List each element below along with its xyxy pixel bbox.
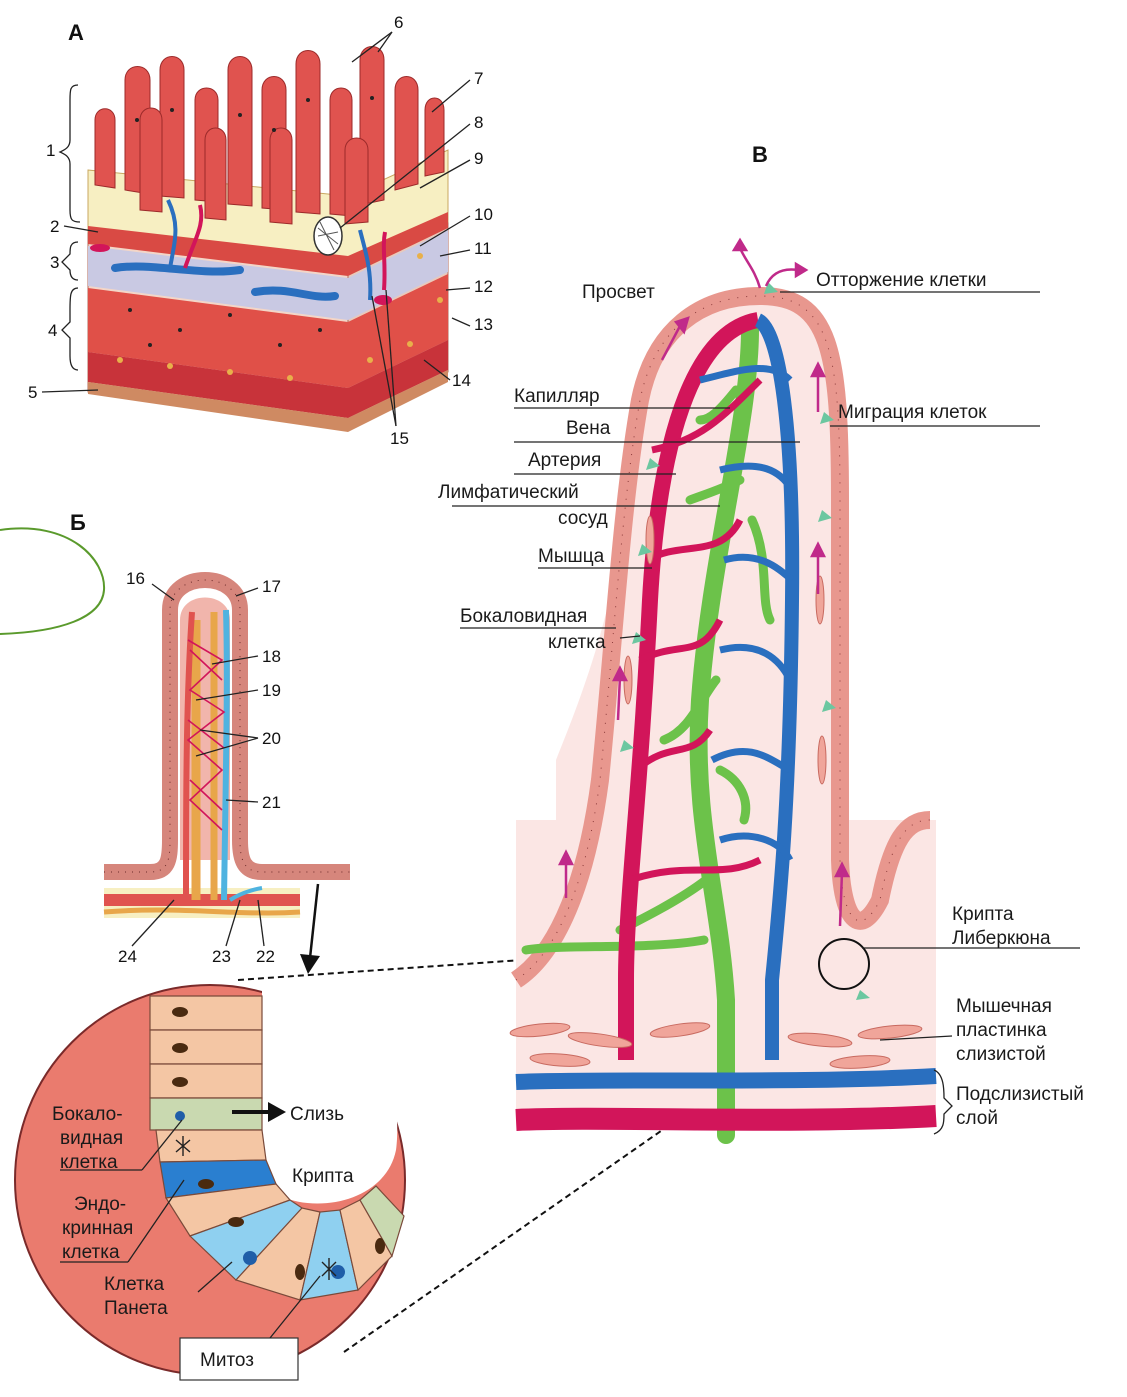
label-23: 23 — [212, 947, 231, 966]
label-muscle: Мышца — [538, 546, 605, 567]
label-endo-2: кринная — [62, 1218, 133, 1239]
label-mucus: Слизь — [290, 1104, 344, 1125]
label-mm-3: слизистой — [956, 1044, 1046, 1065]
label-10: 10 — [474, 205, 493, 224]
label-21: 21 — [262, 793, 281, 812]
label-crypt-2: Либеркюна — [952, 928, 1051, 949]
label-endo-3: клетка — [62, 1242, 120, 1263]
label-15: 15 — [390, 429, 409, 448]
label-lymph-1: Лимфатический — [438, 482, 579, 503]
label-goblet-2: клетка — [548, 632, 606, 653]
label-11: 11 — [474, 239, 492, 258]
label-paneth-1: Клетка — [104, 1274, 165, 1295]
label-14: 14 — [452, 371, 471, 390]
label-lumen: Просвет — [582, 282, 655, 303]
label-5: 5 — [28, 383, 37, 402]
label-crypt: Крипта — [292, 1166, 354, 1187]
label-7: 7 — [474, 69, 483, 88]
label-mitosis: Митоз — [200, 1350, 254, 1371]
label-19: 19 — [262, 681, 281, 700]
label-17: 17 — [262, 577, 281, 596]
label-shedding: Отторжение клетки — [816, 270, 987, 291]
label-20: 20 — [262, 729, 281, 748]
label-goblet-1: Бокало- — [52, 1104, 123, 1125]
panel-b-label: Б — [70, 510, 86, 535]
label-13: 13 — [474, 315, 493, 334]
panel-c-villus — [510, 240, 936, 1135]
down-arrow-icon — [300, 884, 320, 974]
label-mm-2: пластинка — [956, 1020, 1047, 1041]
label-vein: Вена — [566, 418, 611, 439]
label-sub-2: слой — [956, 1108, 998, 1129]
annotation-arc — [0, 528, 104, 634]
label-goblet-1: Бокаловидная — [460, 606, 587, 627]
label-3: 3 — [50, 253, 59, 272]
label-endo-1: Эндо- — [74, 1194, 126, 1215]
label-mm-1: Мышечная — [956, 996, 1052, 1017]
panel-c-label: В — [752, 142, 768, 167]
label-lymph-2: сосуд — [558, 508, 608, 529]
label-sub-1: Подслизистый — [956, 1084, 1084, 1105]
label-goblet-2: видная — [60, 1128, 123, 1149]
label-18: 18 — [262, 647, 281, 666]
label-4: 4 — [48, 321, 57, 340]
label-8: 8 — [474, 113, 483, 132]
label-6: 6 — [394, 13, 403, 32]
label-24: 24 — [118, 947, 137, 966]
label-1: 1 — [46, 141, 55, 160]
label-12: 12 — [474, 277, 493, 296]
panel-a-block — [88, 47, 448, 433]
panel-b-villus — [104, 580, 350, 918]
label-migration: Миграция клеток — [838, 402, 987, 423]
label-paneth-2: Панета — [104, 1298, 168, 1319]
label-22: 22 — [256, 947, 275, 966]
label-9: 9 — [474, 149, 483, 168]
panel-a-label: А — [68, 20, 84, 45]
label-2: 2 — [50, 217, 59, 236]
label-16: 16 — [126, 569, 145, 588]
label-crypt-1: Крипта — [952, 904, 1014, 925]
label-capillary: Капилляр — [514, 386, 600, 407]
label-artery: Артерия — [528, 450, 601, 471]
